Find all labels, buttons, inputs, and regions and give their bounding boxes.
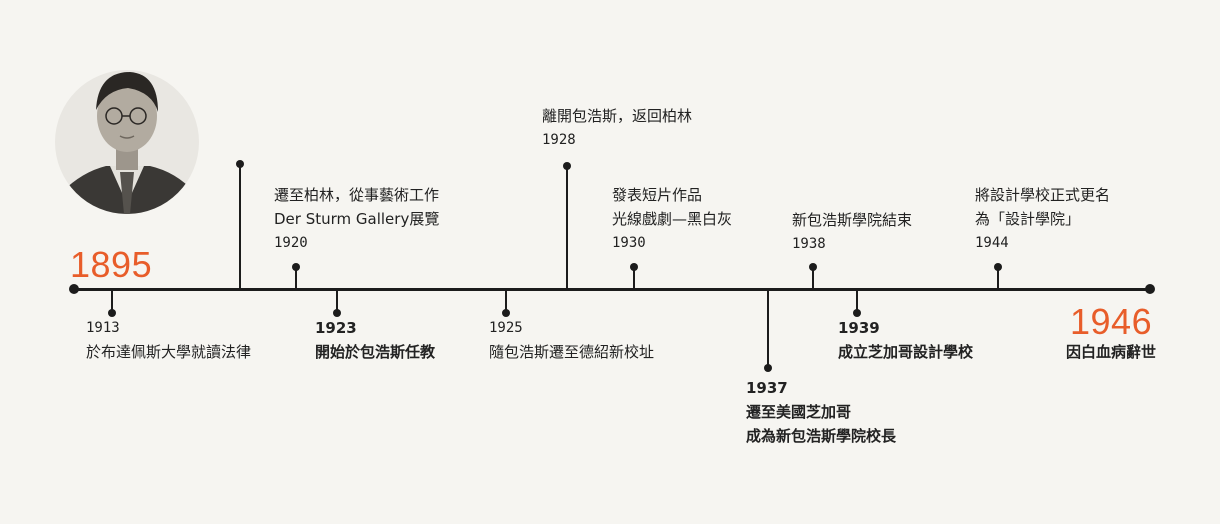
event-year: 1913 xyxy=(86,320,120,336)
event-label: 將設計學校正式更名 為「設計學院」 1944 xyxy=(975,183,1110,255)
event-text: 離開包浩斯，返回柏林 xyxy=(542,107,693,125)
event-text: 遷至美國芝加哥 xyxy=(746,403,852,421)
event-dot xyxy=(630,263,638,271)
event-year: 1930 xyxy=(612,235,646,251)
axis-start-dot xyxy=(69,284,79,294)
axis-end-dot xyxy=(1145,284,1155,294)
event-year: 1938 xyxy=(792,236,826,252)
event-stem xyxy=(295,267,297,289)
event-label: 1939 成立芝加哥設計學校 xyxy=(838,316,973,364)
event-year: 1939 xyxy=(838,319,880,337)
event-year: 1944 xyxy=(975,235,1009,251)
event-dot xyxy=(853,309,861,317)
event-text: 隨包浩斯遷至德紹新校址 xyxy=(489,343,655,361)
separator-tick-dot xyxy=(236,160,244,168)
event-label: 1923 開始於包浩斯任教 xyxy=(315,316,435,364)
event-stem xyxy=(767,289,769,369)
event-year: 1925 xyxy=(489,320,523,336)
event-dot xyxy=(292,263,300,271)
event-label: 1937 遷至美國芝加哥 成為新包浩斯學院校長 xyxy=(746,376,896,448)
event-text: Der Sturm Gallery展覽 xyxy=(274,210,440,228)
event-text: 於布達佩斯大學就讀法律 xyxy=(86,343,252,361)
event-dot xyxy=(764,364,772,372)
separator-tick xyxy=(239,163,241,289)
death-year: 1946 xyxy=(1070,301,1153,342)
event-label: 1913 於布達佩斯大學就讀法律 xyxy=(86,316,251,364)
event-stem xyxy=(633,268,635,289)
event-label: 1925 隨包浩斯遷至德紹新校址 xyxy=(489,316,654,364)
event-year: 1928 xyxy=(542,132,576,148)
event-year: 1937 xyxy=(746,379,788,397)
event-label: 發表短片作品 光線戲劇—黑白灰 1930 xyxy=(612,183,732,255)
event-label: 因白血病辭世 xyxy=(1030,340,1156,364)
event-stem xyxy=(856,289,858,313)
event-label: 遷至柏林，從事藝術工作 Der Sturm Gallery展覽 1920 xyxy=(274,183,439,255)
event-label: 離開包浩斯，返回柏林 1928 xyxy=(542,104,692,152)
event-text: 開始於包浩斯任教 xyxy=(315,343,436,361)
event-stem xyxy=(111,289,113,313)
event-text: 將設計學校正式更名 xyxy=(975,186,1111,204)
event-text: 成為新包浩斯學院校長 xyxy=(746,427,897,445)
event-text: 發表短片作品 xyxy=(612,186,703,204)
event-text: 新包浩斯學院結束 xyxy=(792,211,913,229)
event-dot xyxy=(502,309,510,317)
event-text: 為「設計學院」 xyxy=(975,210,1081,228)
event-stem xyxy=(812,268,814,289)
timeline-axis xyxy=(74,288,1150,291)
event-stem xyxy=(336,289,338,313)
event-stem xyxy=(505,289,507,313)
event-text: 遷至柏林，從事藝術工作 xyxy=(274,186,440,204)
event-label: 新包浩斯學院結束 1938 xyxy=(792,208,912,256)
event-year: 1923 xyxy=(315,319,357,337)
birth-year: 1895 xyxy=(70,244,153,285)
portrait xyxy=(54,54,200,230)
event-dot xyxy=(809,263,817,271)
event-dot xyxy=(333,309,341,317)
event-dot xyxy=(108,309,116,317)
event-dot xyxy=(994,263,1002,271)
event-text: 成立芝加哥設計學校 xyxy=(838,343,974,361)
event-stem xyxy=(566,166,568,289)
event-text: 因白血病辭世 xyxy=(1065,343,1156,361)
event-year: 1920 xyxy=(274,235,308,251)
event-text: 光線戲劇—黑白灰 xyxy=(612,210,733,228)
event-dot xyxy=(563,162,571,170)
event-stem xyxy=(997,268,999,289)
